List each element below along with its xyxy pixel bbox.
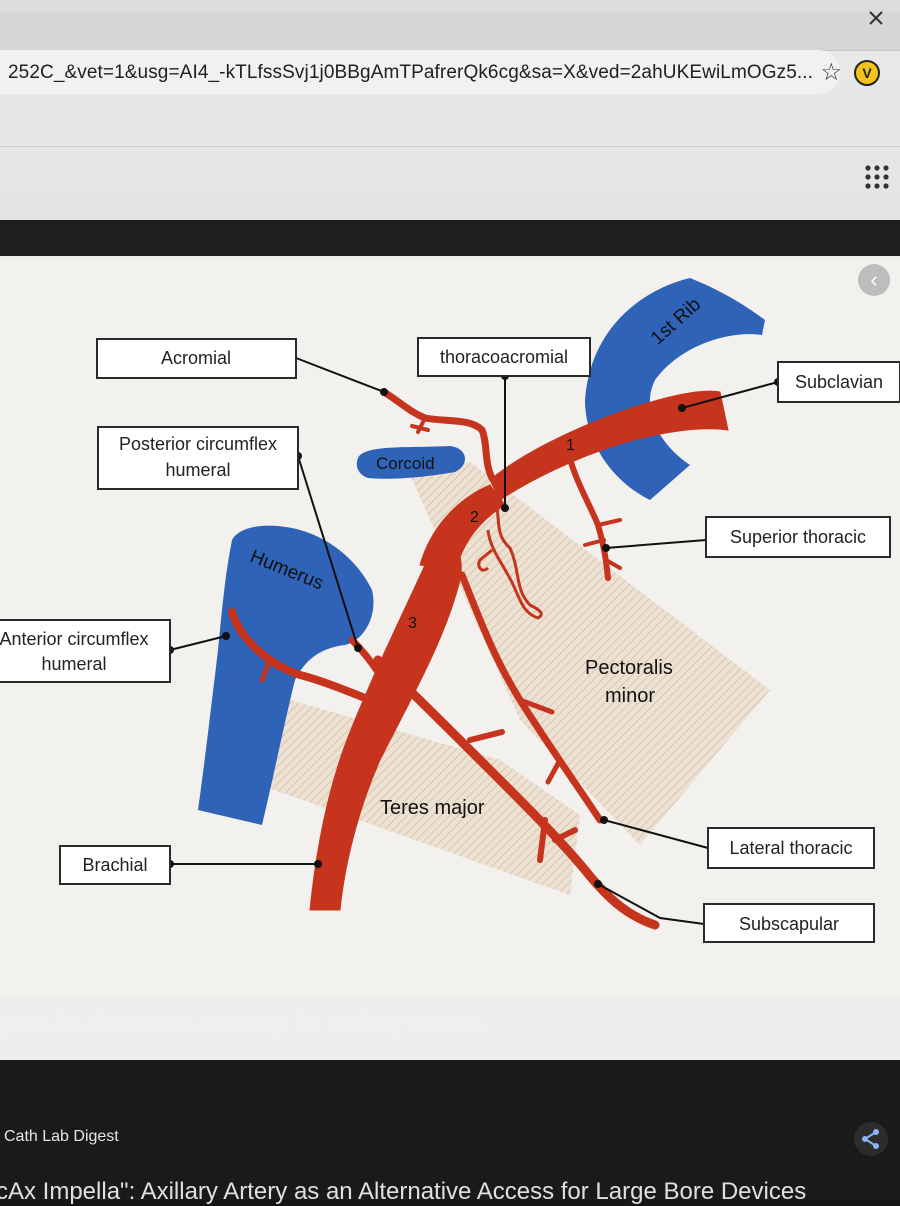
address-bar[interactable]: 252C_&vet=1&usg=AI4_-kTLfssSvj1j0BBgAmTP…: [0, 50, 840, 94]
superior-thoracic-text: Superior thoracic: [730, 527, 866, 547]
acromial-branch-twig: [410, 416, 430, 434]
acromial-branch: [380, 388, 496, 482]
tab-bar: [0, 12, 900, 51]
posterior-circumflex-text-1: Posterior circumflex: [119, 434, 277, 454]
url-text[interactable]: 252C_&vet=1&usg=AI4_-kTLfssSvj1j0BBgAmTP…: [8, 62, 814, 83]
lateral-thoracic-callout: Lateral thoracic: [707, 827, 875, 869]
first-rib-bone: [585, 278, 765, 500]
posterior-circumflex-branch: [348, 636, 382, 676]
collapse-icon[interactable]: ‹: [858, 264, 890, 296]
subscapular-branch: [373, 655, 660, 930]
anatomy-diagram: 1st Rib Corcoid Humerus Pectoralis minor…: [0, 278, 900, 943]
image-viewer-header: [0, 220, 900, 256]
anterior-circumflex-leader: [169, 635, 227, 651]
acromial-callout: Acromial: [96, 338, 297, 379]
star-icon[interactable]: ☆: [820, 59, 842, 86]
subscapular-text: Subscapular: [739, 914, 839, 934]
pectoralis-label-line2: minor: [605, 685, 655, 707]
humerus-bone: [198, 525, 374, 825]
segment-1-label: 1: [566, 437, 575, 454]
brachial-artery: [309, 534, 462, 911]
subscapular-twigs: [467, 729, 578, 863]
corcoid-label: Corcoid: [376, 454, 435, 473]
superior-thoracic-twigs: [583, 518, 622, 570]
lateral-thoracic-twigs: [517, 697, 563, 785]
lateral-thoracic-text: Lateral thoracic: [729, 838, 852, 858]
share-icon[interactable]: [854, 1122, 888, 1156]
subclavian-leader-dot: [678, 404, 686, 412]
brachial-dot: [314, 860, 322, 868]
thoracoacromial-text: thoracoacromial: [440, 347, 568, 367]
teres-major-muscle: [260, 700, 580, 895]
subclavian-leader: [681, 381, 779, 409]
superior-thoracic-dot: [602, 544, 610, 552]
thoracoacromial-callout: thoracoacromial: [417, 337, 591, 377]
source-name[interactable]: Cath Lab Digest: [4, 1128, 119, 1145]
anterior-circumflex-twig: [259, 657, 273, 683]
pectoralis-minor-muscle: [410, 462, 770, 845]
pectoralis-label-line1: Pectoralis: [585, 657, 673, 679]
caption-text: Pertinent anatomy for axillary access.: [86, 1010, 492, 1037]
figure-caption: gure 22. Pertinent anatomy for axillary …: [0, 1010, 492, 1038]
posterior-circumflex-text-2: humeral: [165, 460, 230, 480]
subscapular-dot: [594, 880, 602, 888]
caption-prefix: gure 22.: [0, 1010, 87, 1037]
subclavian-text: Subclavian: [795, 372, 883, 392]
thoracoacromial-pectoral-branch: [486, 499, 543, 620]
anterior-circumflex-branch: [228, 608, 374, 704]
lateral-thoracic-leader: [603, 819, 709, 849]
thoracoacromial-leader-dot: [501, 504, 509, 512]
divider: [0, 146, 900, 147]
posterior-circumflex-leader: [297, 455, 359, 649]
brachial-text: Brachial: [82, 855, 147, 875]
close-window-icon[interactable]: [866, 8, 886, 28]
superior-thoracic-callout: Superior thoracic: [705, 516, 891, 558]
acromial-text: Acromial: [161, 348, 231, 368]
corcoid-bone: [356, 446, 466, 479]
result-title[interactable]: cAx Impella": Axillary Artery as an Alte…: [0, 1178, 807, 1205]
apps-grid-icon[interactable]: [864, 164, 890, 190]
segment-3-label: 3: [408, 615, 417, 632]
subscapular-callout: Subscapular: [703, 903, 875, 943]
segment-2-label: 2: [470, 509, 479, 526]
acromial-leader-dot: [380, 388, 388, 396]
teres-label: Teres major: [380, 797, 485, 819]
acromial-leader: [295, 357, 385, 393]
anterior-circumflex-callout: Anterior circumflex humeral: [0, 619, 171, 683]
posterior-circumflex-callout: Posterior circumflex humeral: [97, 426, 299, 490]
anterior-circumflex-text-1: Anterior circumflex: [0, 629, 149, 649]
anatomy-figure: 1st Rib Corcoid Humerus Pectoralis minor…: [0, 258, 900, 998]
thoracoacromial-twig: [477, 548, 493, 572]
posterior-circumflex-dot: [354, 644, 362, 652]
brachial-callout: Brachial: [59, 845, 171, 885]
subscapular-leader: [597, 883, 705, 925]
extension-icon[interactable]: V: [854, 60, 880, 86]
result-panel: [0, 1060, 900, 1200]
anterior-circumflex-dot: [222, 632, 230, 640]
subclavian-callout: Subclavian: [777, 361, 900, 403]
superior-thoracic-leader: [605, 539, 707, 549]
lateral-thoracic-dot: [600, 816, 608, 824]
anterior-circumflex-text-2: humeral: [41, 654, 106, 674]
